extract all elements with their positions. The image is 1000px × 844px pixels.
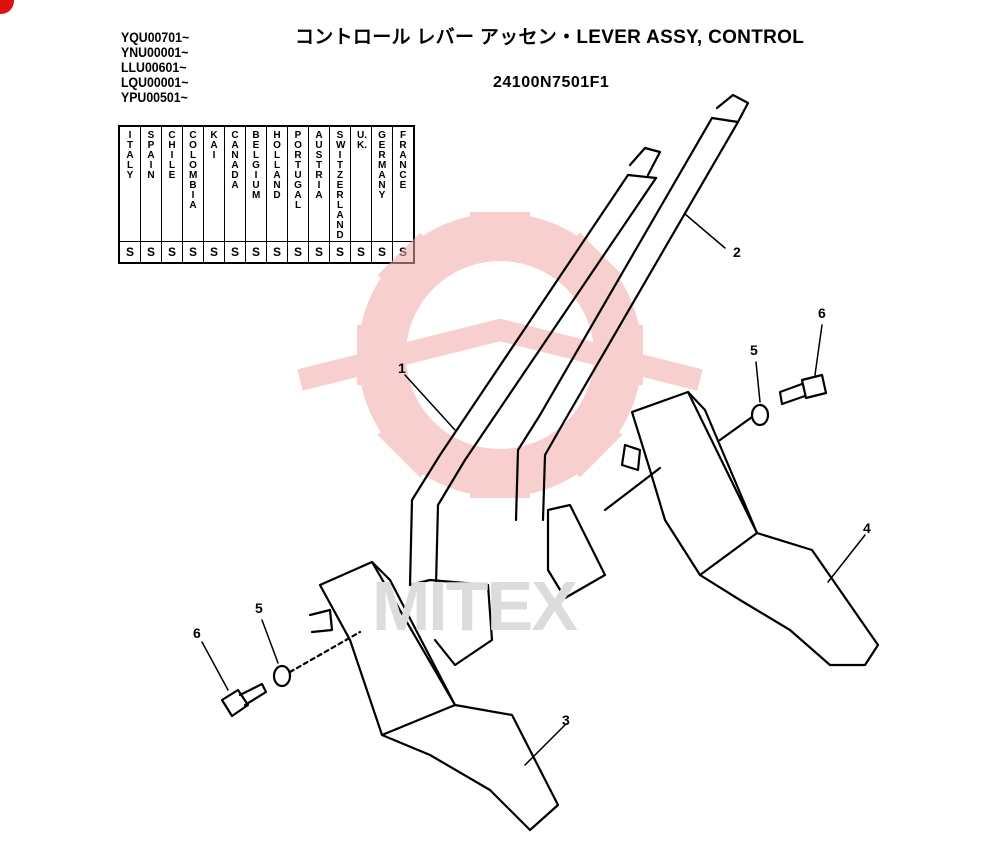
- callout-3: 3: [562, 712, 570, 728]
- washer-5-right: [750, 403, 770, 427]
- pedal-3: [308, 560, 560, 832]
- country-mark: S: [118, 241, 141, 264]
- pedal-4: [620, 390, 880, 667]
- country-name: COLOMBIA: [189, 130, 198, 211]
- country-cell: FRANCE: [392, 125, 415, 242]
- country-cell: COLOMBIA: [182, 125, 204, 242]
- lever-2: [514, 93, 750, 600]
- washer-5-left: [272, 664, 292, 688]
- leader-line-1: [404, 374, 456, 431]
- country-table: ITALY SPAIN CHILE COLOMBIA KAI CANADA BE…: [118, 125, 415, 264]
- diagram-title: コントロール レバー アッセン・LEVER ASSY, CONTROL: [295, 27, 805, 48]
- country-name: GERMANY: [378, 130, 387, 201]
- country-name: CANADA: [231, 130, 239, 191]
- watermark-brand: MITEX: [372, 567, 578, 645]
- bolt-6-right: [778, 373, 828, 406]
- country-cell: BELGIUM: [245, 125, 267, 242]
- country-name: FRANCE: [399, 130, 407, 191]
- callout-2: 2: [733, 244, 741, 260]
- country-name: ITALY: [126, 130, 134, 181]
- serial-number: YNU00001~: [121, 44, 189, 60]
- country-name: KAI: [210, 130, 218, 161]
- leader-line-6-right: [814, 324, 823, 376]
- serial-number: LQU00001~: [121, 74, 189, 90]
- leader-line-5-left: [261, 619, 279, 664]
- callout-5-right: 5: [750, 342, 758, 358]
- country-name: PORTUGAL: [294, 130, 302, 211]
- leader-line-3: [524, 724, 566, 766]
- leader-line-4: [827, 534, 866, 583]
- bolt-6-left: [220, 682, 268, 718]
- country-mark: S: [140, 241, 162, 264]
- serial-number: YPU00501~: [121, 89, 188, 105]
- callout-5-left: 5: [255, 600, 263, 616]
- leader-line-5-right: [755, 361, 761, 403]
- callout-6-left: 6: [193, 625, 201, 641]
- country-name: AUSTRIA: [315, 130, 323, 201]
- country-name: CHILE: [168, 130, 176, 181]
- country-cell: SPAIN: [140, 125, 162, 242]
- country-name: U.K.: [357, 130, 367, 151]
- country-name: HOLLAND: [273, 130, 281, 201]
- leader-line-2: [684, 213, 726, 249]
- callout-6-right: 6: [818, 305, 826, 321]
- country-mark: S: [371, 241, 393, 264]
- country-name: BELGIUM: [252, 130, 261, 201]
- country-name: SWITZER LAND: [336, 130, 346, 241]
- assembly-line: [603, 466, 662, 512]
- serial-number: LLU00601~: [121, 59, 187, 75]
- serial-list: YQU00701~ YNU00001~ LLU00601~ LQU00001~ …: [121, 30, 198, 105]
- assembly-line: [288, 630, 362, 674]
- country-mark: S: [350, 241, 372, 264]
- callout-4: 4: [863, 520, 871, 536]
- lever-1: [408, 146, 662, 667]
- country-name: SPAIN: [147, 130, 155, 181]
- callout-1: 1: [398, 360, 406, 376]
- assembly-line: [718, 415, 754, 442]
- part-number: 24100N7501F1: [493, 74, 610, 91]
- leader-line-6-left: [201, 641, 229, 691]
- country-cell: GERMANY: [371, 125, 393, 242]
- serial-number: YQU00701~: [121, 29, 190, 45]
- gear-watermark-icon: [297, 212, 703, 498]
